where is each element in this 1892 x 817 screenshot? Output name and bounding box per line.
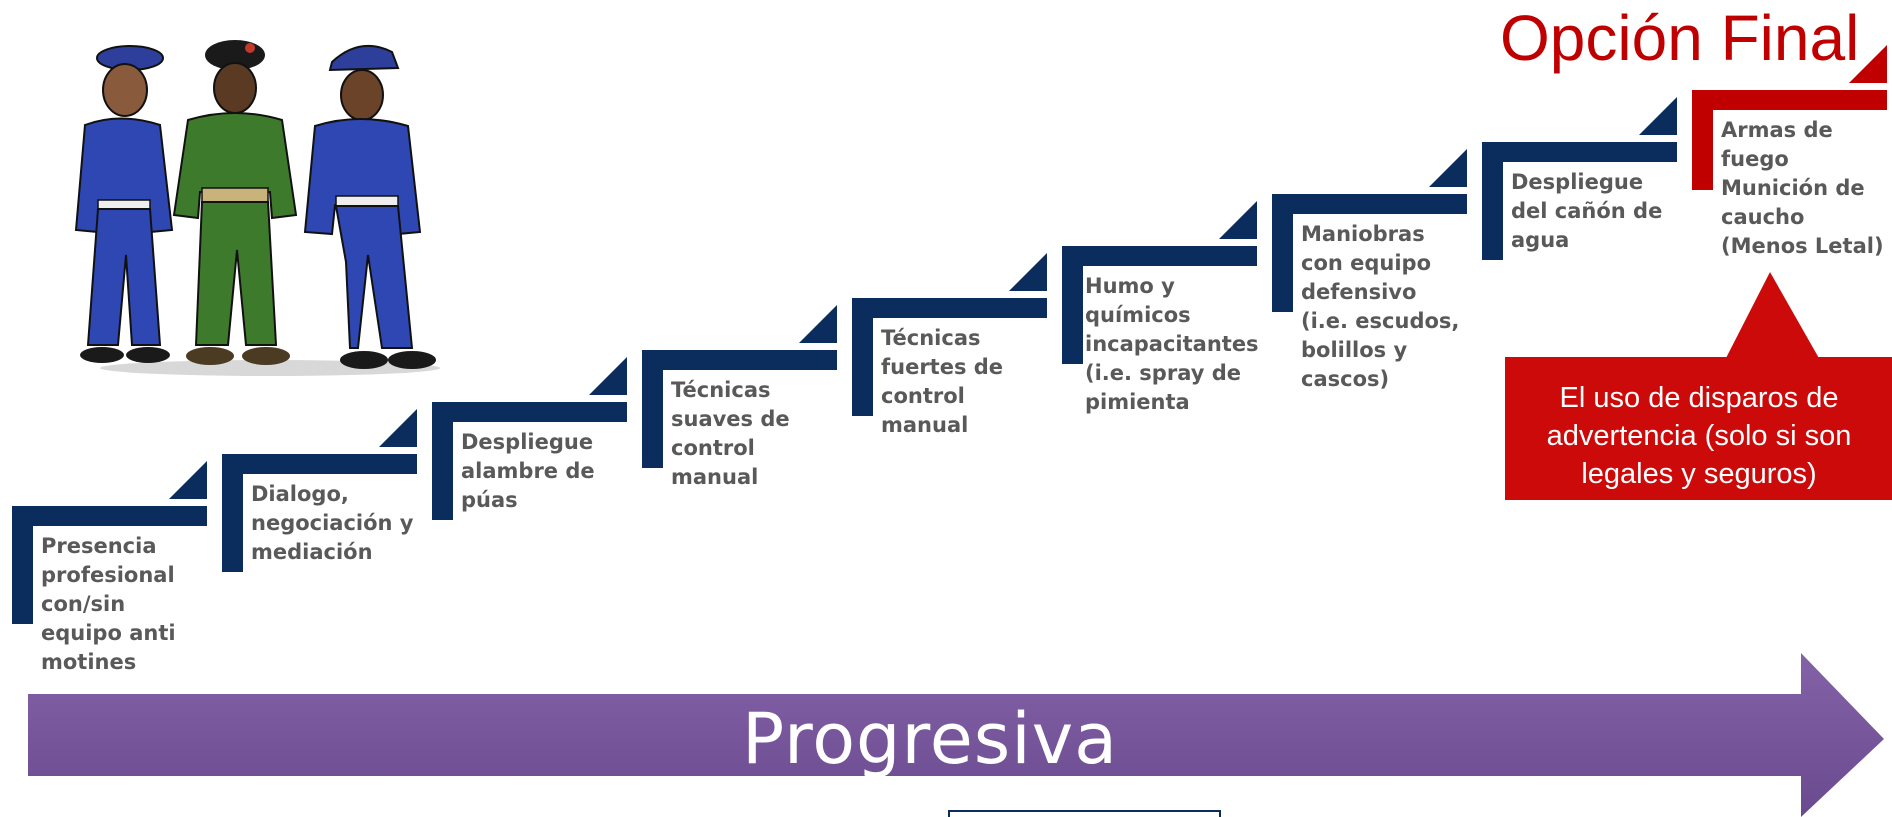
step-label-7: Maniobras con equipo defensivo (i.e. esc… <box>1301 222 1460 391</box>
step-corner-8 <box>1639 97 1677 135</box>
step-label-5: Técnicas fuertes de control manual <box>881 326 1004 437</box>
warning-shot-callout-text: El uso de disparos de advertencia (solo … <box>1546 382 1852 490</box>
step-label-8: Despliegue del cañón de agua <box>1511 170 1663 252</box>
warning-shot-callout <box>1505 272 1892 500</box>
step-shape-7 <box>1272 149 1467 312</box>
progress-arrow <box>28 653 1884 817</box>
officer-right-icon <box>303 45 436 369</box>
step-corner-5 <box>1009 253 1047 291</box>
step-label-4: Técnicas suaves de control manual <box>671 378 790 489</box>
step-corner-1 <box>169 461 207 499</box>
steps-layer <box>12 45 1887 624</box>
step-shape-8 <box>1482 97 1677 260</box>
step-shape-6 <box>1062 201 1257 364</box>
step-shape-3 <box>432 357 627 520</box>
step-shape-2 <box>222 409 417 572</box>
step-corner-2 <box>379 409 417 447</box>
step-label-6: Humo y químicos incapacitantes (i.e. spr… <box>1085 274 1259 414</box>
step-corner-4 <box>799 305 837 343</box>
step-label-3: Despliegue alambre de púas <box>461 430 595 512</box>
step-label-1: Presencia profesional con/sin equipo ant… <box>41 534 176 674</box>
progress-label: Progresiva <box>741 698 1119 780</box>
step-shape-9 <box>1692 45 1887 190</box>
final-option-title: Opción Final <box>1500 2 1860 74</box>
step-label-2: Dialogo, negociación y mediación <box>251 482 414 564</box>
three-officers-illustration <box>74 40 440 376</box>
step-shape-1 <box>12 461 207 624</box>
officer-middle-icon <box>172 40 298 365</box>
bottom-outline-box <box>948 810 1221 817</box>
step-corner-6 <box>1219 201 1257 239</box>
step-corner-7 <box>1429 149 1467 187</box>
step-corner-9 <box>1849 45 1887 83</box>
step-label-9: Armas de fuego Munición de caucho (Menos… <box>1721 118 1884 258</box>
step-corner-3 <box>589 357 627 395</box>
step-shape-4 <box>642 305 837 468</box>
officer-left-icon <box>74 45 174 363</box>
step-shape-5 <box>852 253 1047 416</box>
